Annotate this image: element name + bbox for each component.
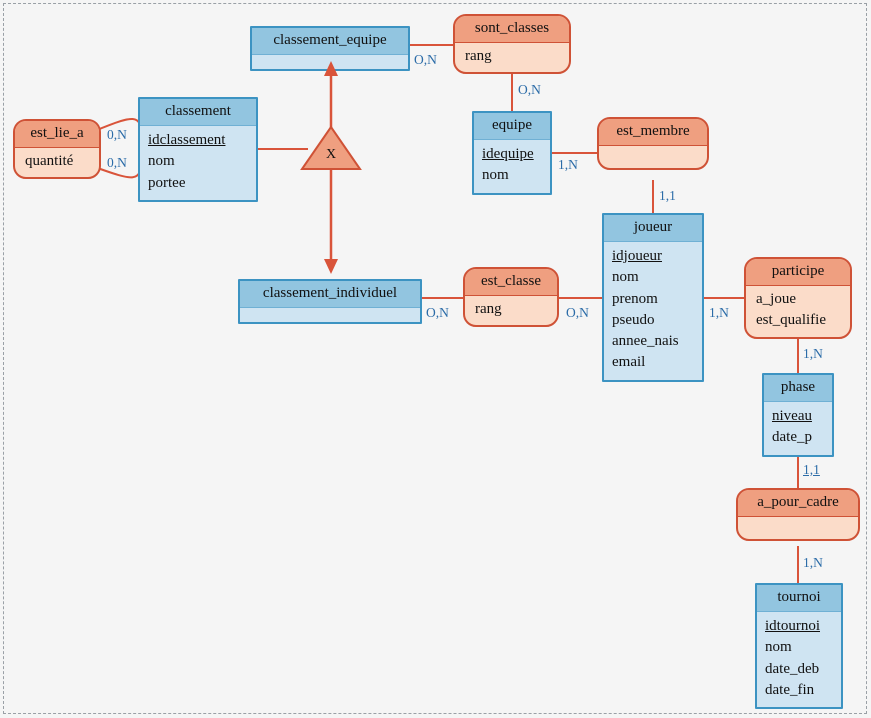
attribute-date-deb: date_deb [765, 660, 820, 677]
connector-estclasse-joueur [558, 297, 606, 299]
connector-participe-phase [797, 334, 799, 374]
cardinality-classementindividuel-estclasse: O,N [426, 305, 449, 320]
attribute-est-qualifie: est_qualifie [756, 312, 826, 329]
attribute-rang: rang [465, 48, 492, 64]
connector-joueur-participe [702, 297, 748, 299]
connector-apourcadre-tournoi [797, 546, 799, 583]
attribute-nom: nom [612, 269, 639, 286]
connector-sontclasses-equipe [511, 68, 513, 111]
attribute-quantite: quantité [25, 153, 74, 169]
entity-name: equipe [474, 113, 550, 140]
attribute-annee-nais: annee_nais [612, 333, 679, 350]
relation-est-classe[interactable]: est_classe rang [463, 267, 559, 328]
entity-name: classement_equipe [252, 28, 408, 55]
cardinality-equipe-estmembre: 1,N [558, 157, 578, 172]
attribute-idtournoi: idtournoi [765, 618, 820, 634]
relation-attributes [599, 146, 707, 168]
cardinality-classementequipe-sontclasses: O,N [414, 52, 437, 67]
relation-name: sont_classes [455, 16, 569, 43]
connector-classementequipe-sontclasses [408, 44, 460, 46]
relation-a-pour-cadre[interactable]: a_pour_cadre [736, 488, 860, 541]
relation-sont-classes[interactable]: sont_classes rang [453, 14, 571, 75]
cardinality-phase-apourcadre: 1,1 [803, 462, 820, 477]
entity-attributes: idclassement nom portee [140, 126, 256, 200]
entity-name: classement_individuel [240, 281, 420, 308]
attribute-niveau: niveau [772, 408, 812, 424]
entity-attributes: idequipe nom [474, 140, 550, 193]
attribute-nom: nom [765, 639, 792, 656]
attribute-date-fin: date_fin [765, 681, 815, 698]
connector-classement-triangle [256, 148, 308, 150]
entity-classement-individuel[interactable]: classement_individuel [238, 279, 422, 324]
relation-participe[interactable]: participe a_joue est_qualifie [744, 257, 852, 339]
attribute-rang: rang [475, 301, 502, 317]
xor-constraint-label: X [325, 147, 337, 162]
relation-name: participe [746, 259, 850, 286]
cardinality-estliea-top: 0,N [107, 127, 127, 142]
cardinality-estliea-bottom: 0,N [107, 155, 127, 170]
attribute-a-joue: a_joue [756, 291, 796, 307]
cardinality-estclasse-joueur: O,N [566, 305, 589, 320]
attribute-date-p: date_p [772, 429, 812, 446]
connector-estmembre-joueur [652, 180, 654, 214]
relation-attributes: rang [455, 43, 569, 72]
attribute-idequipe: idequipe [482, 146, 534, 162]
connector-phase-apourcadre [797, 452, 799, 489]
entity-name: phase [764, 375, 832, 402]
entity-phase[interactable]: phase niveau date_p [762, 373, 834, 457]
relation-attributes: a_joue est_qualifie [746, 286, 850, 337]
relation-name: est_classe [465, 269, 557, 296]
cardinality-sontclasses-equipe: O,N [518, 82, 541, 97]
relation-name: est_lie_a [15, 121, 99, 148]
relation-attributes: rang [465, 296, 557, 325]
arrow-to-classement-individuel [324, 164, 338, 274]
connector-equipe-estmembre [552, 152, 600, 154]
entity-joueur[interactable]: joueur idjoueur nom prenom pseudo annee_… [602, 213, 704, 382]
relation-est-lie-a[interactable]: est_lie_a quantité [13, 119, 101, 180]
cardinality-apourcadre-tournoi: 1,N [803, 555, 823, 570]
relation-name: a_pour_cadre [738, 490, 858, 517]
relation-name: est_membre [599, 119, 707, 146]
relation-attributes: quantité [15, 148, 99, 177]
cardinality-joueur-participe: 1,N [709, 305, 729, 320]
cardinality-estmembre-joueur: 1,1 [659, 188, 676, 203]
entity-attributes: idjoueur nom prenom pseudo annee_nais em… [604, 242, 702, 380]
entity-attributes: idtournoi nom date_deb date_fin [757, 612, 841, 707]
entity-tournoi[interactable]: tournoi idtournoi nom date_deb date_fin [755, 583, 843, 710]
attribute-prenom: prenom [612, 290, 658, 307]
cardinality-participe-phase: 1,N [803, 346, 823, 361]
xor-constraint-triangle[interactable]: X [300, 125, 362, 171]
attribute-email: email [612, 354, 646, 371]
attribute-pseudo: pseudo [612, 311, 655, 328]
attribute-idclassement: idclassement [148, 132, 226, 148]
entity-name: classement [140, 99, 256, 126]
entity-name: tournoi [757, 585, 841, 612]
attribute-portee: portee [148, 174, 186, 191]
arrow-to-classement-equipe [324, 61, 338, 130]
relation-attributes [738, 517, 858, 539]
entity-attributes: niveau date_p [764, 402, 832, 455]
entity-classement[interactable]: classement idclassement nom portee [138, 97, 258, 202]
attribute-nom: nom [482, 167, 509, 184]
entity-name: joueur [604, 215, 702, 242]
attribute-nom: nom [148, 153, 175, 170]
entity-equipe[interactable]: equipe idequipe nom [472, 111, 552, 195]
attribute-idjoueur: idjoueur [612, 248, 662, 264]
relation-est-membre[interactable]: est_membre [597, 117, 709, 170]
entity-attributes [240, 308, 420, 322]
connector-classementindividuel-estclasse [420, 297, 468, 299]
